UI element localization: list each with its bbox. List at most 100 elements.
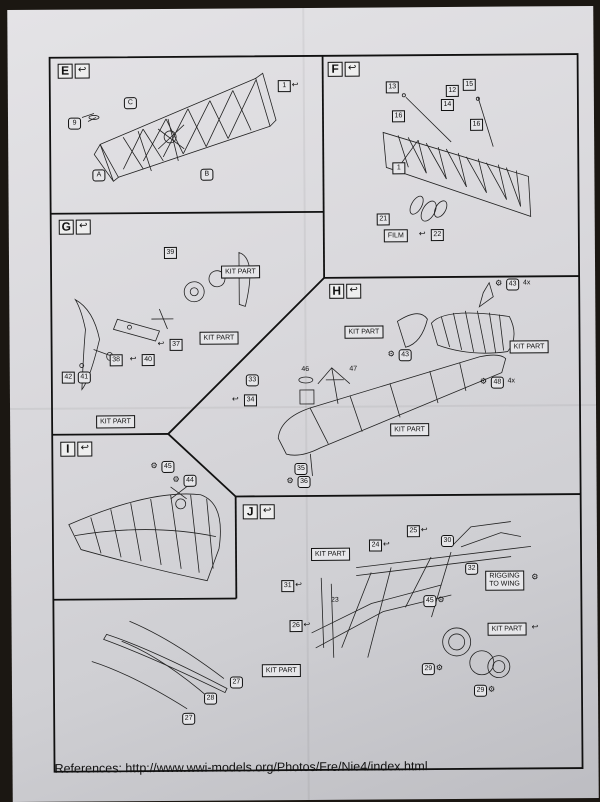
return-arrow-icon: ↩ bbox=[231, 394, 239, 404]
return-arrow-icon: ↩ bbox=[129, 354, 137, 364]
callout-j-45: 45 bbox=[423, 595, 437, 608]
return-arrow-icon: ↩ bbox=[418, 229, 426, 239]
section-h-label: H ↩ bbox=[329, 283, 362, 299]
callout-j-30: 30 bbox=[440, 534, 455, 548]
return-arrow-icon: ↩ bbox=[344, 61, 360, 77]
return-arrow-icon: ↩ bbox=[74, 63, 90, 79]
callout-h-33: 33 bbox=[245, 374, 259, 387]
section-g-label: G ↩ bbox=[58, 219, 91, 235]
callout-i-45: 45 bbox=[161, 460, 175, 473]
section-j-label: J ↩ bbox=[242, 504, 275, 520]
callout-h-43b: 43 bbox=[398, 349, 412, 362]
callout-g-42: 42 bbox=[61, 371, 75, 384]
instruction-sheet: E ↩ F ↩ G ↩ H ↩ I ↩ J ↩ 1 ↩ 9 C A B 13 1… bbox=[7, 5, 599, 802]
gear-icon: ⚙ bbox=[172, 474, 180, 484]
callout-h-48: 48 bbox=[490, 376, 504, 389]
callout-h-36: 36 bbox=[297, 475, 311, 489]
kit-part-tag: KIT PART bbox=[509, 340, 549, 354]
callout-h-34: 34 bbox=[243, 394, 258, 407]
kit-part-tag: KIT PART bbox=[221, 265, 260, 279]
callout-f-13: 13 bbox=[385, 81, 399, 94]
side-frame-drawing bbox=[382, 93, 532, 222]
callout-e-b: B bbox=[200, 168, 214, 181]
callout-h-4x-a: 4x bbox=[522, 279, 531, 287]
gear-icon: ⚙ bbox=[479, 376, 488, 386]
section-e-letter: E bbox=[57, 63, 73, 79]
kit-part-tag: KIT PART bbox=[261, 664, 301, 678]
panel-frame bbox=[48, 53, 584, 773]
callout-h-4x-b: 4x bbox=[507, 377, 516, 385]
callout-e-9: 9 bbox=[67, 117, 82, 130]
callout-i-44: 44 bbox=[183, 474, 197, 487]
section-f-label: F ↩ bbox=[327, 61, 360, 77]
gear-icon: ⚙ bbox=[531, 572, 539, 582]
callout-f-16a: 16 bbox=[391, 110, 406, 123]
callout-j-32: 32 bbox=[465, 562, 479, 575]
fuselage-frame-drawing bbox=[81, 72, 277, 182]
callout-h-47: 47 bbox=[349, 365, 358, 373]
callout-j-29a: 29 bbox=[421, 663, 435, 676]
kit-part-tag: KIT PART bbox=[199, 331, 239, 345]
callout-j-23: 23 bbox=[330, 596, 339, 604]
gear-icon: ⚙ bbox=[387, 349, 395, 359]
kit-part-tag: KIT PART bbox=[390, 423, 429, 437]
callout-f-1: 1 bbox=[392, 162, 406, 175]
kit-part-tag: KIT PART bbox=[344, 325, 384, 339]
callout-j-28: 28 bbox=[204, 692, 218, 705]
aircraft-fuselage-drawing bbox=[277, 281, 515, 476]
references-text: References: http://www.wwi-models.org/Ph… bbox=[54, 759, 428, 776]
return-arrow-icon: ↩ bbox=[531, 622, 539, 632]
callout-f-14: 14 bbox=[440, 98, 454, 112]
callout-f-21: 21 bbox=[376, 213, 390, 226]
callout-j-27a: 27 bbox=[229, 676, 243, 689]
return-arrow-icon: ↩ bbox=[157, 338, 165, 349]
callout-g-40: 40 bbox=[141, 354, 155, 367]
gear-icon: ⚙ bbox=[286, 476, 294, 486]
return-arrow-icon: ↩ bbox=[259, 504, 275, 520]
section-g-letter: G bbox=[58, 219, 74, 235]
callout-j-25: 25 bbox=[406, 525, 420, 538]
section-h-letter: H bbox=[329, 283, 345, 299]
return-arrow-icon: ↩ bbox=[346, 283, 362, 299]
section-i-letter: I bbox=[60, 441, 76, 457]
kit-part-tag: KIT PART bbox=[487, 622, 527, 636]
gear-icon: ⚙ bbox=[487, 684, 496, 694]
callout-j-29b: 29 bbox=[473, 684, 488, 697]
callout-h-43a: 43 bbox=[506, 278, 520, 291]
rigging-line-2: TO WING bbox=[489, 580, 520, 588]
callout-h-46: 46 bbox=[301, 365, 310, 374]
return-arrow-icon: ↩ bbox=[303, 619, 311, 630]
return-arrow-icon: ↩ bbox=[75, 219, 91, 235]
return-arrow-icon: ↩ bbox=[77, 441, 93, 457]
callout-h-35: 35 bbox=[294, 462, 308, 476]
section-i-label: I ↩ bbox=[60, 441, 93, 457]
assembly-drawings bbox=[48, 53, 584, 773]
callout-j-27b: 27 bbox=[182, 712, 196, 725]
rigging-line-1: RIGGING bbox=[489, 572, 520, 580]
callout-f-16b: 16 bbox=[470, 118, 484, 131]
return-arrow-icon: ↩ bbox=[295, 580, 302, 590]
return-arrow-icon: ↩ bbox=[382, 539, 390, 549]
section-e-label: E ↩ bbox=[57, 63, 90, 79]
section-f-letter: F bbox=[327, 61, 343, 77]
callout-e-a: A bbox=[92, 169, 106, 182]
gear-icon: ⚙ bbox=[435, 663, 444, 673]
callout-f-22: 22 bbox=[430, 229, 444, 242]
callout-g-39: 39 bbox=[163, 246, 177, 259]
callout-f-12: 12 bbox=[445, 84, 459, 97]
landing-gear-drawing bbox=[91, 521, 532, 710]
callout-e-1: 1 bbox=[277, 80, 291, 93]
callout-f-15: 15 bbox=[462, 78, 476, 91]
callout-j-24: 24 bbox=[368, 539, 383, 552]
rigging-to-wing-tag: RIGGING TO WING bbox=[485, 570, 524, 591]
kit-part-tag: KIT PART bbox=[311, 547, 350, 561]
film-label: FILM bbox=[383, 229, 408, 243]
callout-e-c: C bbox=[123, 97, 137, 110]
wing-drawing bbox=[68, 486, 221, 582]
callout-g-38: 38 bbox=[109, 354, 123, 367]
gear-icon: ⚙ bbox=[495, 278, 503, 288]
callout-g-41: 41 bbox=[77, 371, 91, 384]
callout-j-26: 26 bbox=[289, 620, 303, 633]
section-j-letter: J bbox=[242, 504, 258, 520]
gear-icon: ⚙ bbox=[150, 461, 158, 471]
